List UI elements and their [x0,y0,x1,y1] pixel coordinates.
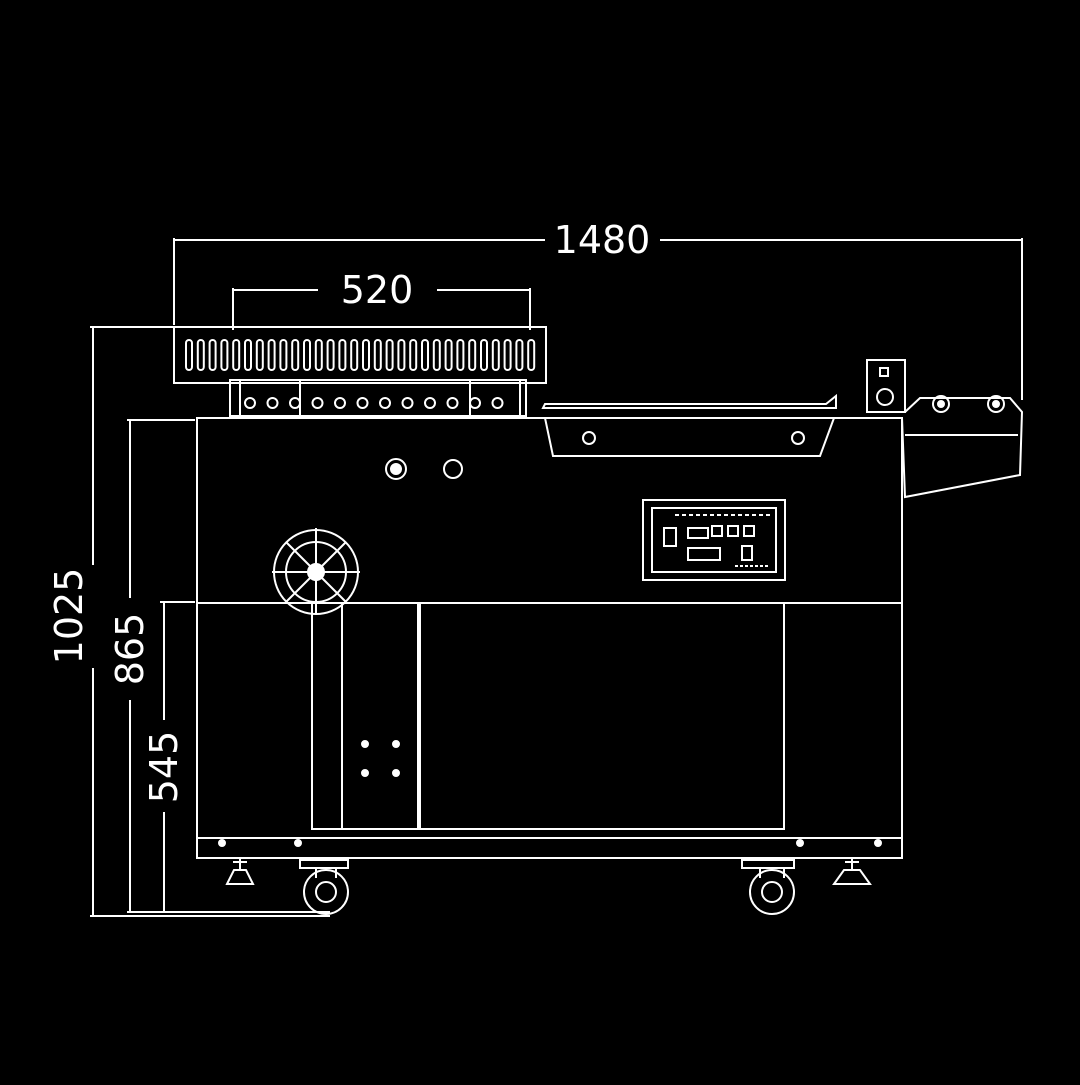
dimension-lines [90,238,1023,917]
heater-slot [303,339,311,371]
emergency-switch-box [866,359,906,413]
heater-slot [232,339,241,371]
machine-body [196,359,1024,859]
overall-height-extension-lines [90,326,330,917]
clamp-hole [401,397,414,409]
heater-slot [385,339,394,371]
heater-slot [527,339,536,371]
width-extension-lines [173,238,1023,400]
control-knob-left [385,458,407,480]
heater-slot [468,339,477,371]
tray-bolt-right [791,431,805,445]
sealing-bar-width-label: 520 [341,268,414,312]
overall-height-label: 1025 [47,568,91,665]
heater-slot [444,339,453,371]
outfeed-conveyor [866,359,1024,499]
heater-slot [409,339,418,371]
clamp-bar [229,379,527,417]
clamp-hole [244,397,256,409]
heater-slot [373,339,382,371]
heater-bar [173,326,547,384]
casters [299,859,795,915]
heater-slot [480,339,488,371]
lower-cabinet [197,602,902,847]
heater-slot [456,339,465,371]
heater-slot [350,339,359,371]
heater-slots [185,339,536,371]
power-switch-icon [663,527,677,547]
clamp-hole [334,397,346,409]
sealbar-extension-lines [232,288,531,330]
leveling-feet [225,858,872,885]
table-height-extension-lines [127,419,330,913]
clamp-hole [469,397,481,409]
clamp-hole [266,397,279,409]
clamp-hole [379,397,391,409]
heater-slot [503,339,512,371]
clamp-hole [424,397,436,409]
base-height-label: 545 [142,731,186,804]
tray-top [541,393,837,409]
heater-slot [515,339,524,371]
heater-slot [244,339,252,371]
clamp-holes [244,397,504,409]
clamp-hole [311,397,324,409]
heater-slot [196,339,205,371]
tray-body [543,417,836,457]
heater-slot [362,339,370,371]
control-panel [642,499,786,581]
film-roll-wheel [272,528,360,615]
control-knob-right [443,459,463,479]
heater-slot [267,339,276,371]
body-outline [196,417,903,859]
heater-slot [397,339,406,371]
sealing-head [173,326,547,417]
tray-bolt-left [582,431,596,445]
clamp-hole [446,397,459,409]
clamp-hole [356,397,369,409]
heater-slot [421,339,429,371]
heater-slot [220,339,229,371]
clamp-hole [491,397,504,409]
heater-slot [255,339,264,371]
clamp-hole [289,397,301,409]
display-icon [687,527,709,539]
heater-slot [432,339,441,371]
heater-slot [279,339,288,371]
heater-slot [185,339,193,371]
emergency-switch-icon [876,388,894,406]
heater-slot [208,339,217,371]
overall-width-label: 1480 [554,218,651,262]
heater-slot [338,339,347,371]
heater-slot [491,339,500,371]
heater-slot [326,339,335,371]
heater-slot [314,339,323,371]
heater-slot [291,339,300,371]
table-height-label: 865 [108,613,152,686]
